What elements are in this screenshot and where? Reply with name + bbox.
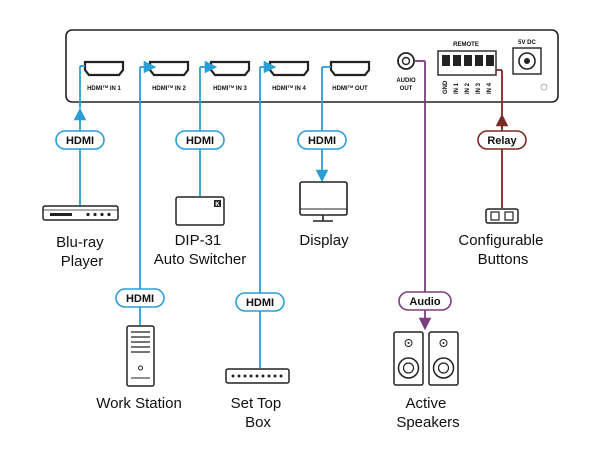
- svg-text:IN 3: IN 3: [476, 82, 482, 94]
- svg-text:HDMI: HDMI: [246, 297, 274, 309]
- dip31-icon: K: [175, 196, 225, 226]
- device-rear-panel: [65, 29, 559, 103]
- svg-text:HDMITM IN 4: HDMITM IN 4: [272, 84, 306, 92]
- svg-text:HDMITM IN 1: HDMITM IN 1: [87, 84, 121, 92]
- svg-text:GND: GND: [443, 80, 449, 94]
- audio-pill: Audio: [398, 291, 452, 311]
- hdmi-pill-1: HDMI: [55, 130, 105, 150]
- configurable-buttons-icon: [485, 208, 519, 224]
- svg-text:AUDIO: AUDIO: [396, 78, 416, 84]
- settop-label: Set Top Box: [231, 395, 286, 431]
- buttons-label: Configurable Buttons: [458, 232, 547, 268]
- svg-text:OUT: OUT: [400, 86, 413, 92]
- power-jack: 5V DC: [512, 40, 542, 75]
- svg-text:HDMI: HDMI: [126, 293, 154, 305]
- hdmi-in-3-port: HDMITM IN 3: [209, 60, 251, 92]
- svg-text:HDMI: HDMI: [186, 135, 214, 147]
- svg-text:5V DC: 5V DC: [518, 40, 536, 46]
- svg-text:HDMITM IN 3: HDMITM IN 3: [213, 84, 247, 92]
- relay-pill: Relay: [477, 130, 527, 150]
- settop-box-icon: [225, 368, 290, 384]
- workstation-label: Work Station: [96, 395, 182, 412]
- svg-text:HDMITM IN 2: HDMITM IN 2: [152, 84, 186, 92]
- svg-text:HDMI: HDMI: [308, 135, 336, 147]
- display-label: Display: [299, 232, 349, 249]
- workstation-icon: [126, 325, 155, 387]
- svg-text:IN 1: IN 1: [454, 82, 460, 94]
- bluray-label: Blu-ray Player: [56, 234, 108, 270]
- svg-text:Audio: Audio: [409, 296, 440, 308]
- hdmi-pill-3: HDMI: [175, 130, 225, 150]
- speakers-label: Active Speakers: [396, 395, 459, 431]
- svg-text:HDMITM OUT: HDMITM OUT: [332, 84, 368, 92]
- display-icon: [299, 181, 348, 222]
- hdmi-pill-out: HDMI: [297, 130, 347, 150]
- remote-terminal-block: REMOTE GND IN 1 IN 2 IN 3 IN 4: [437, 42, 497, 94]
- hdmi-in-1-port: HDMITM IN 1: [83, 60, 125, 92]
- speakers-icon: [393, 331, 459, 386]
- hdmi-in-2-port: HDMITM IN 2: [148, 60, 190, 92]
- hdmi-pill-2: HDMI: [115, 288, 165, 308]
- svg-text:K: K: [215, 202, 220, 208]
- hdmi-out-port: HDMITM OUT: [329, 60, 371, 92]
- svg-text:HDMI: HDMI: [66, 135, 94, 147]
- svg-text:IN 2: IN 2: [465, 82, 471, 94]
- svg-text:REMOTE: REMOTE: [453, 42, 479, 48]
- dip31-label: DIP-31 Auto Switcher: [154, 232, 247, 268]
- audio-out-jack: AUDIO OUT: [396, 52, 416, 92]
- hdmi-pill-4: HDMI: [235, 292, 285, 312]
- svg-text:IN 4: IN 4: [487, 82, 493, 94]
- svg-text:Relay: Relay: [487, 135, 517, 147]
- bluray-player-icon: [42, 205, 119, 221]
